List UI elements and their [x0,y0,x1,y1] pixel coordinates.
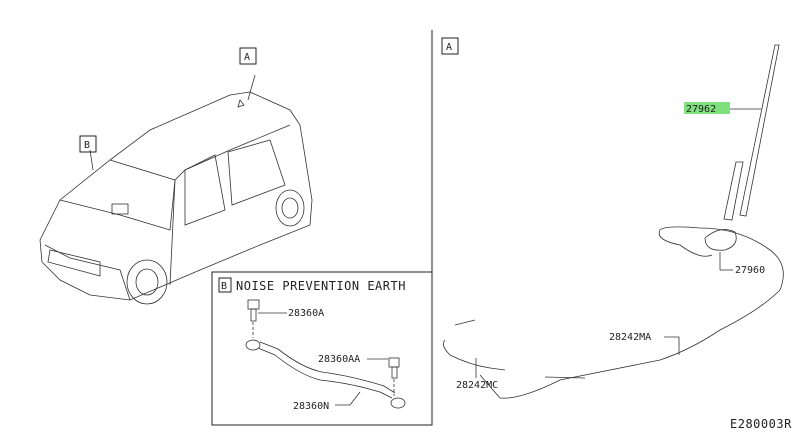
part-label-28242mc[interactable]: 28242MC [456,380,498,391]
callout-b-box [79,135,97,153]
callout-a-car: A [244,52,250,63]
leader-line [664,336,680,355]
part-label-27962[interactable]: 27962 [686,104,716,115]
part-label-28360n[interactable]: 28360N [293,401,329,412]
callout-b-car: B [84,140,90,151]
antenna-rod-drawing [723,44,780,221]
earth-strap-drawing [245,299,406,409]
part-label-27960[interactable]: 27960 [735,265,765,276]
antenna-base-and-cable-drawing [442,226,784,399]
vehicle-illustration [39,74,313,305]
panel-b-box [218,277,232,293]
leader-line [335,391,361,406]
diagram-code: E280003R [730,417,792,431]
part-label-28242ma[interactable]: 28242MA [609,332,651,343]
part-label-28360a[interactable]: 28360A [288,308,324,319]
panel-a-box [441,37,459,55]
part-label-28360aa[interactable]: 28360AA [318,354,360,365]
noise-prevention-box [211,271,433,426]
panel-b-label: B [221,281,227,292]
panel-a-label: A [446,42,452,53]
noise-prevention-title: NOISE PREVENTION EARTH [236,279,406,293]
part-highlight [684,102,730,114]
callout-a-box [239,47,257,65]
